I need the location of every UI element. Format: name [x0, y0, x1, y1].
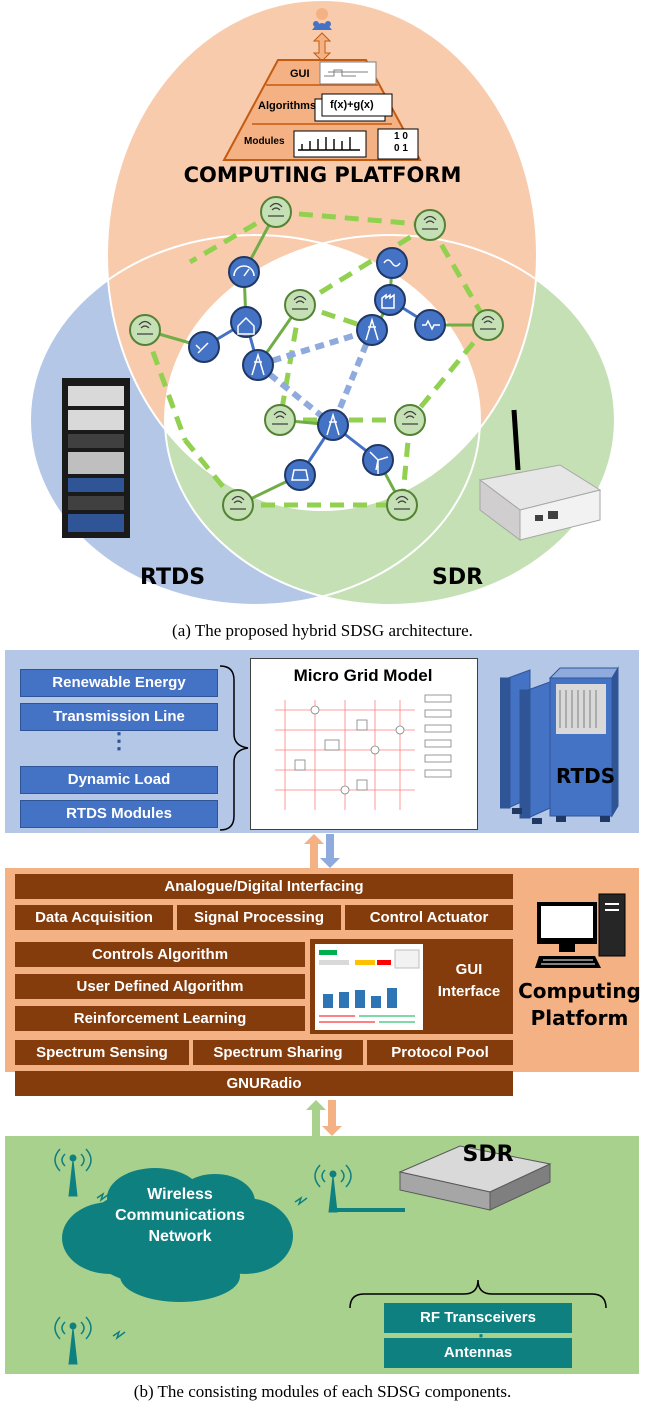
- rtds-cabinet-icon: [500, 666, 619, 824]
- sdr-label: SDR: [432, 565, 484, 590]
- rtds-cabinet-label: RTDS: [556, 764, 616, 788]
- gui-thumbnail: [319, 61, 377, 85]
- caption-a: (a) The proposed hybrid SDSG architectur…: [172, 621, 473, 640]
- antennas: Antennas: [384, 1338, 572, 1368]
- formula-text: f(x)+g(x): [330, 99, 374, 111]
- micro-grid-schematic: [275, 694, 452, 810]
- signal-processing: Signal Processing: [177, 905, 341, 930]
- user-defined-algorithm: User Defined Algorithm: [15, 974, 305, 999]
- computer-icon: [535, 893, 626, 968]
- identity-matrix: 1 0 0 1: [394, 131, 408, 154]
- rtds-label: RTDS: [140, 565, 206, 590]
- analogue-digital-interfacing: Analogue/Digital Interfacing: [15, 874, 513, 899]
- control-actuator: Control Actuator: [345, 905, 513, 930]
- gui-screenshot-thumbnail: [315, 944, 423, 1030]
- computing-platform-label-2: Platform: [530, 1006, 629, 1030]
- module-transmission-line: Transmission Line: [20, 703, 218, 731]
- network-label-line-2: Communications: [115, 1207, 245, 1224]
- reinforcement-learning: Reinforcement Learning: [15, 1006, 305, 1031]
- exchange-arrow-icon: [304, 834, 340, 868]
- modules-thumbnail: [293, 130, 367, 158]
- modules-label: Modules: [244, 136, 285, 147]
- sdr-box-label: SDR: [462, 1142, 514, 1167]
- micro-grid-model-box: [250, 658, 478, 830]
- antenna-tower-icon: [68, 1154, 338, 1365]
- wifi-node-icon: [129, 196, 504, 521]
- module-dynamic-load: Dynamic Load: [20, 766, 218, 794]
- venn-diagram: [29, 0, 616, 606]
- module-rtds-modules: RTDS Modules: [20, 800, 218, 828]
- network-label-line-3: Network: [148, 1228, 212, 1245]
- power-links: [256, 327, 375, 428]
- caption-b: (b) The consisting modules of each SDSG …: [133, 1382, 512, 1401]
- data-acquisition: Data Acquisition: [15, 905, 173, 930]
- controls-algorithm: Controls Algorithm: [15, 942, 305, 967]
- gui-label: GUI: [290, 68, 310, 80]
- network-label: Wireless Communications Network: [60, 1184, 300, 1247]
- computing-platform-title: COMPUTING PLATFORM: [183, 163, 462, 187]
- module-ellipsis: ⋮: [108, 728, 130, 753]
- protocol-pool: Protocol Pool: [367, 1040, 513, 1065]
- user-icon: [312, 8, 332, 30]
- wireless-network-graphic: [54, 1145, 607, 1365]
- rf-transceivers: RF Transceivers: [384, 1303, 572, 1333]
- gnuradio: GNURadio: [15, 1071, 513, 1096]
- spectrum-sharing: Spectrum Sharing: [193, 1040, 363, 1065]
- brace-icon: [219, 665, 249, 831]
- algorithms-label: Algorithms: [258, 100, 317, 112]
- module-renewable-energy: Renewable Energy: [20, 669, 218, 697]
- cloud-icon: [62, 1168, 293, 1302]
- sdr-brace-icon: [349, 1279, 607, 1309]
- exchange-arrow-icon-2: [306, 1100, 342, 1136]
- rtds-rack-icon: [62, 378, 130, 538]
- gui-label-1: GUI: [455, 961, 483, 978]
- spectrum-sensing: Spectrum Sensing: [15, 1040, 189, 1065]
- sdr-device-icon: [478, 409, 602, 541]
- network-label-line-1: Wireless: [147, 1186, 213, 1203]
- gui-label-2: Interface: [437, 983, 501, 1000]
- micro-grid-model-title: Micro Grid Model: [293, 666, 433, 685]
- computing-platform-label-1: Computing: [518, 979, 641, 1003]
